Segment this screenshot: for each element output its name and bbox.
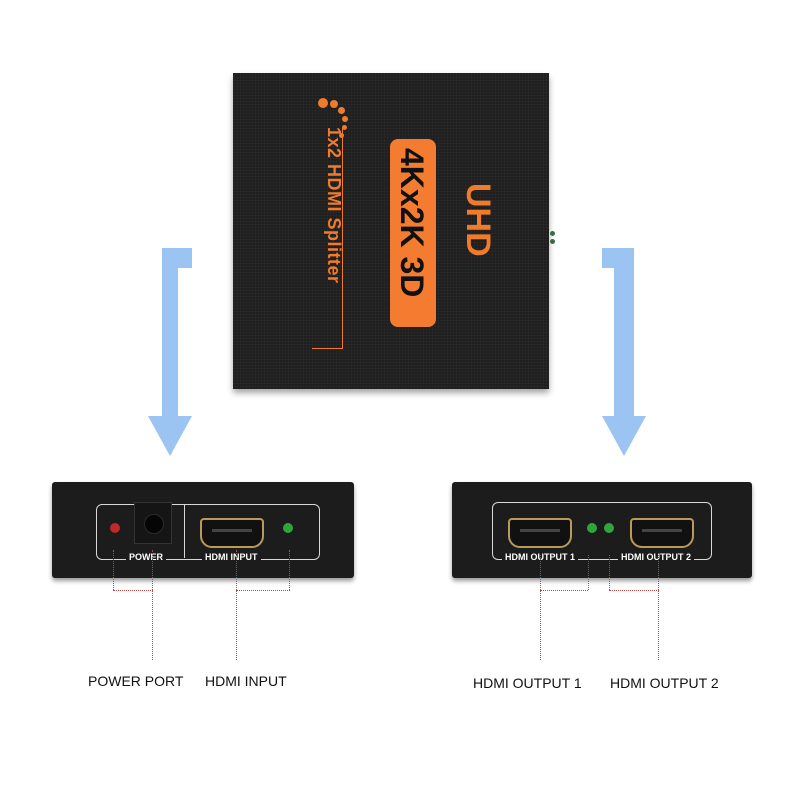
caption-hdmi-output-2: HDMI OUTPUT 2 <box>610 675 719 691</box>
signal-led <box>283 523 293 533</box>
hdmi-input-port <box>200 518 264 548</box>
hdmi-input-label: HDMI INPUT <box>202 552 261 562</box>
feature-badge-text: 4Kx2K 3D <box>394 148 430 298</box>
power-label: POWER <box>126 552 167 562</box>
input-side-view: POWER HDMI INPUT <box>52 482 354 578</box>
side-led <box>550 231 555 236</box>
caption-hdmi-input: HDMI INPUT <box>205 673 287 689</box>
arrow-down-right-icon <box>602 248 646 456</box>
output-2-led <box>604 523 614 533</box>
hdmi-output-1-port <box>508 518 572 548</box>
side-led <box>550 239 555 244</box>
feature-badge <box>390 139 436 327</box>
caption-hdmi-output-1: HDMI OUTPUT 1 <box>473 675 582 691</box>
hdmi-output-2-label: HDMI OUTPUT 2 <box>618 552 695 562</box>
output-1-led <box>587 523 597 533</box>
output-panel-frame <box>492 502 712 560</box>
power-led <box>110 523 120 533</box>
caption-power-port: POWER PORT <box>88 673 184 689</box>
arrow-down-left-icon <box>148 248 192 456</box>
uhd-text: UHD <box>459 183 497 257</box>
hdmi-output-2-port <box>630 518 694 548</box>
power-jack <box>134 502 172 544</box>
brand-frame <box>312 128 343 349</box>
output-side-view: HDMI OUTPUT 1 HDMI OUTPUT 2 <box>452 482 752 578</box>
brand-text: 1x2 HDMI Splitter <box>324 127 344 284</box>
